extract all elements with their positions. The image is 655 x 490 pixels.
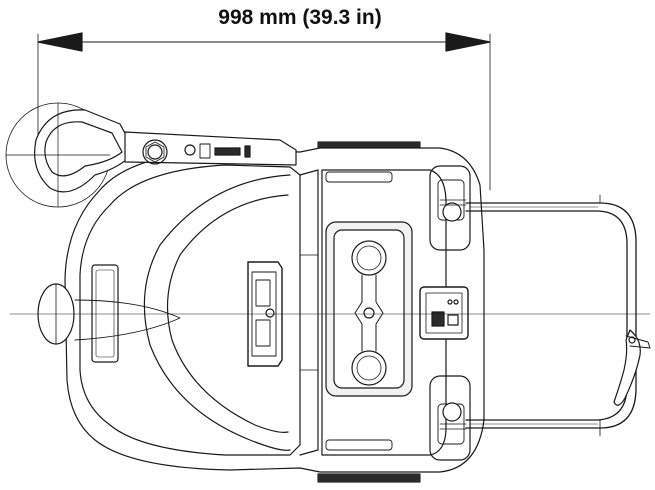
rear-caster-bottom: [429, 375, 471, 461]
front-fittings: [124, 131, 297, 166]
dimension-label: 998 mm (39.3 in): [218, 6, 382, 29]
hose-loop: [5, 102, 136, 208]
hood-dome: [143, 174, 291, 451]
rear-caster-top: [429, 165, 471, 251]
tank-cap-top-icon: [351, 240, 387, 276]
dimension-line: [37, 32, 491, 191]
key-switch-icon: [265, 308, 275, 318]
hook-icon: [613, 329, 651, 406]
tow-handle: [465, 194, 637, 437]
dimension-arrow-left-icon: [37, 32, 83, 52]
fitting-nut-icon: [142, 139, 168, 165]
rear-deck: [321, 169, 447, 456]
dimension-arrow-right-icon: [445, 32, 491, 52]
connector-icon: [431, 311, 445, 327]
vent-panel: [91, 264, 119, 363]
rear-control-panel: [419, 286, 469, 340]
bottom-track: [317, 473, 421, 483]
tank-cap-bottom-icon: [351, 350, 387, 386]
